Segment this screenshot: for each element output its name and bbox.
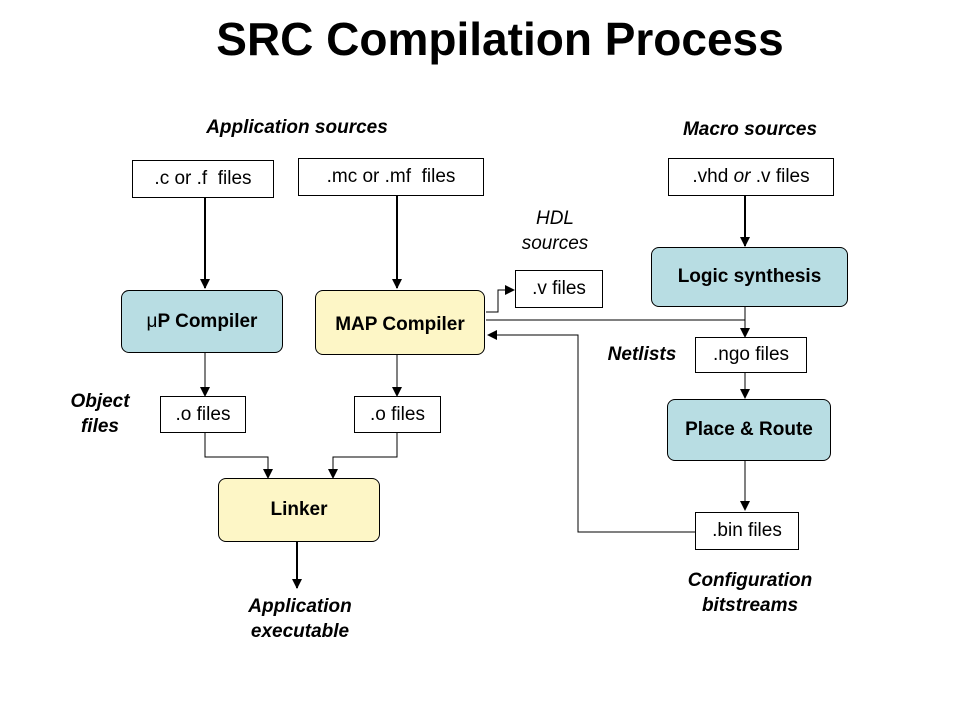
o-files-right-box: .o files [354,396,441,433]
hdl-sources-line1: HDL [535,208,574,229]
vhd-files-prefix: .vhd [692,166,734,187]
netlists-label: Netlists [607,344,677,365]
v-files-box: .v files [515,270,603,308]
bin-files-box: .bin files [695,512,799,550]
configuration-bitstreams-line2: bitstreams [701,595,799,616]
o-files-left-box: .o files [160,396,246,433]
linker-label: Linker [270,499,328,520]
place-route-box: Place & Route [667,399,831,461]
vhd-files-suffix: .v files [750,166,810,187]
map-compiler-box: MAP Compiler [315,290,485,355]
place-route-label: Place & Route [685,419,813,440]
up-compiler-mu: μ [146,310,158,332]
vhd-files-box: .vhd or .v files [668,158,834,196]
logic-synthesis-box: Logic synthesis [651,247,848,307]
configuration-bitstreams-line1: Configuration [687,570,813,591]
arrow-bin-to-map-compiler [487,330,695,533]
page-title: SRC Compilation Process [216,13,784,65]
application-sources-label: Application sources [206,117,388,138]
map-compiler-label: MAP Compiler [335,314,465,335]
linker-box: Linker [218,478,380,542]
arrow-o-right-to-linker [328,433,398,479]
c-files-box: .c or .f files [132,160,274,198]
vhd-files-or: or [733,166,751,187]
object-files-label: Object files [50,389,150,439]
ngo-files-box: .ngo files [695,337,807,373]
application-executable-line2: executable [250,621,350,642]
macro-sources-label: Macro sources [682,119,818,140]
arrow-map-to-v-files [486,285,515,313]
configuration-bitstreams-label: Configuration bitstreams [660,568,840,618]
hdl-sources-label: HDL sources [500,206,610,256]
application-executable-label: Application executable [220,594,380,644]
hdl-sources-line2: sources [521,233,589,254]
logic-synthesis-label: Logic synthesis [677,266,822,287]
object-files-line2: files [80,416,120,437]
mc-files-box: .mc or .mf files [298,158,484,196]
application-executable-line1: Application [248,596,352,617]
arrow-o-left-to-linker [204,433,273,479]
up-compiler-label: P Compiler [157,310,258,332]
object-files-line1: Object [70,391,130,412]
